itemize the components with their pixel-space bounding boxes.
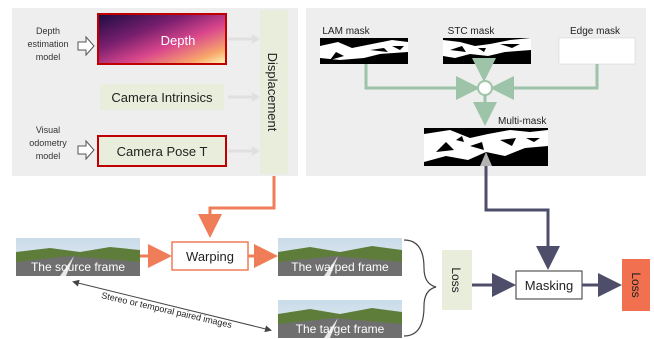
source-frame-image <box>16 238 140 276</box>
depth-model-label-3: model <box>36 52 61 62</box>
loss-output-label: Loss <box>629 272 643 297</box>
stc-mask-label: STC mask <box>448 26 496 37</box>
warped-frame-image <box>278 238 402 276</box>
vo-model-arrow-icon <box>77 139 95 161</box>
displacement-to-warping-arrow <box>198 176 276 238</box>
multimask-to-masking-arrow <box>484 166 560 270</box>
loss-output-box <box>622 259 650 311</box>
lam-to-combine-arrow <box>364 64 480 100</box>
vo-model-label-2: odometry <box>29 138 67 148</box>
loss-box-label: Loss <box>449 267 463 292</box>
camera-pose-label: Camera Pose T <box>117 144 208 159</box>
vo-model-label-3: model <box>36 151 61 161</box>
displacement-label: Displacement <box>265 53 280 132</box>
camera-intrinsics-box <box>100 84 224 110</box>
warped-frame-label: The warped frame <box>291 260 389 274</box>
warping-label: Warping <box>186 249 234 264</box>
lam-mask-image <box>320 38 408 64</box>
depth-box-border <box>97 13 227 65</box>
depth-model-label-2: estimation <box>27 39 68 49</box>
vo-model-label-1: Visual <box>36 125 60 135</box>
mask-combine-node <box>477 80 493 96</box>
camera-intrinsics-label: Camera Intrinsics <box>111 90 213 105</box>
target-frame-image <box>278 300 402 338</box>
target-frame-label: The target frame <box>296 322 385 336</box>
masking-label: Masking <box>525 278 573 293</box>
camera-pose-box <box>97 135 227 167</box>
edge-mask-image <box>558 37 636 65</box>
lam-mask-label: LAM mask <box>322 26 370 37</box>
displacement-box <box>260 10 288 174</box>
stc-mask-image <box>443 38 531 64</box>
multi-mask-label: Multi-mask <box>498 116 547 127</box>
depth-model-label-1: Depth <box>36 26 60 36</box>
edge-to-combine-arrow <box>490 64 599 100</box>
loss-box <box>442 250 472 310</box>
stereo-pair-arrow <box>72 279 272 333</box>
masking-box <box>515 270 583 300</box>
pair-brace <box>403 239 437 337</box>
depth-map <box>98 14 226 64</box>
stereo-note: Stereo or temporal paired images <box>100 290 233 330</box>
depth-label: Depth <box>161 33 196 48</box>
warping-box <box>171 241 249 271</box>
multi-mask-image <box>424 128 548 166</box>
edge-mask-label: Edge mask <box>570 26 621 37</box>
depth-model-arrow-icon <box>77 35 95 57</box>
source-frame-label: The source frame <box>31 260 125 274</box>
